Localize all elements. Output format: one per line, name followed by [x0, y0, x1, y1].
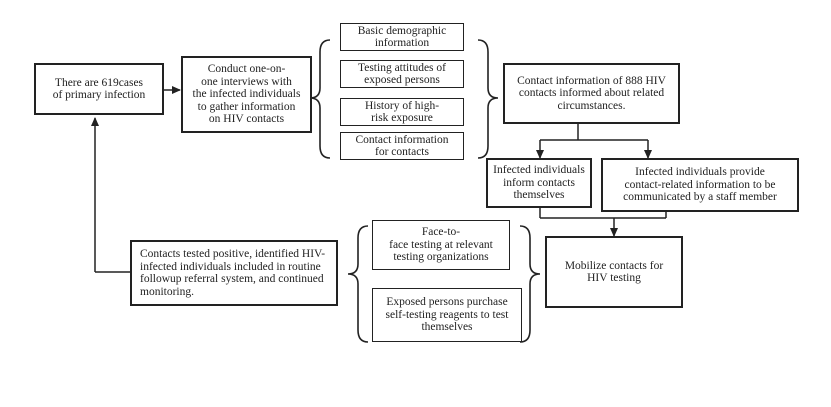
node-followup: Contacts tested positive, identified HIV…: [130, 240, 338, 306]
node-demographic-text: Basic demographic information: [357, 24, 447, 50]
node-mobilize-text: Mobilize contacts for HIV testing: [564, 259, 664, 285]
brace-testing-options: [519, 225, 541, 343]
node-attitudes-text: Testing attitudes of exposed persons: [358, 61, 446, 87]
node-self-inform: Infected individuals inform contacts the…: [486, 158, 592, 208]
node-staff-inform: Infected individuals provide contact-rel…: [601, 158, 799, 212]
node-face-testing-text: Face-to- face testing at relevant testin…: [389, 226, 493, 264]
node-history-text: History of high- risk exposure: [364, 99, 440, 125]
node-attitudes: Testing attitudes of exposed persons: [340, 60, 464, 88]
node-demographic: Basic demographic information: [340, 23, 464, 51]
node-self-testing: Exposed persons purchase self-testing re…: [372, 288, 522, 342]
node-primary-infection-text: There are 619cases of primary infection: [52, 76, 146, 102]
node-self-testing-text: Exposed persons purchase self-testing re…: [385, 296, 509, 334]
node-interviews: Conduct one-on- one interviews with the …: [181, 56, 312, 133]
node-staff-inform-text: Infected individuals provide contact-rel…: [623, 166, 777, 204]
brace-right-items: [477, 39, 499, 159]
node-mobilize: Mobilize contacts for HIV testing: [545, 236, 683, 308]
node-face-testing: Face-to- face testing at relevant testin…: [372, 220, 510, 270]
brace-followup: [347, 225, 369, 343]
node-interviews-text: Conduct one-on- one interviews with the …: [192, 63, 301, 126]
node-contacts-888: Contact information of 888 HIV contacts …: [503, 63, 680, 124]
node-contact-info-text: Contact information for contacts: [355, 133, 449, 159]
node-contact-info: Contact information for contacts: [340, 132, 464, 160]
node-primary-infection: There are 619cases of primary infection: [34, 63, 164, 115]
node-self-inform-text: Infected individuals inform contacts the…: [493, 164, 585, 202]
node-history: History of high- risk exposure: [340, 98, 464, 126]
node-contacts-888-text: Contact information of 888 HIV contacts …: [517, 74, 666, 112]
node-followup-text: Contacts tested positive, identified HIV…: [140, 248, 326, 298]
brace-left-items: [309, 39, 331, 159]
